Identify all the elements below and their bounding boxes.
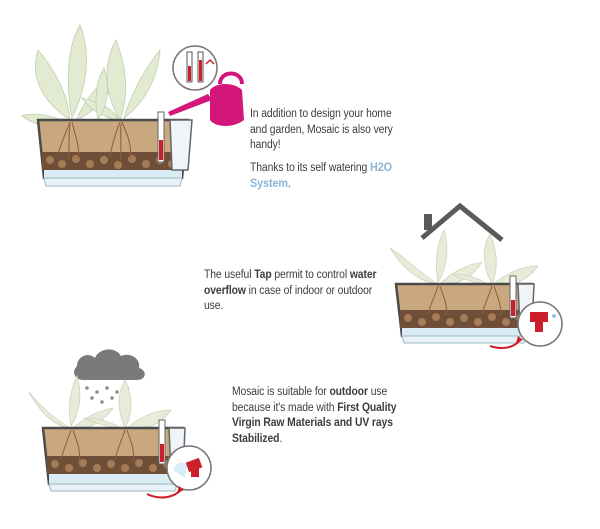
illustration-house-tap <box>389 202 563 349</box>
illustration-rain <box>28 349 212 499</box>
paragraph-intro: In addition to design your home and gard… <box>250 107 403 154</box>
text-run: In addition to design your home and gard… <box>250 108 393 151</box>
watering-can-icon <box>168 71 244 126</box>
text-run: outdoor <box>329 386 368 398</box>
planter <box>394 275 535 344</box>
plant-leaves <box>28 374 172 431</box>
water-gauge-icon <box>172 45 218 91</box>
text-run: H2O System <box>250 159 392 191</box>
text-run: Mosaic is suitable for <box>232 386 330 398</box>
house-roof-icon <box>420 202 504 242</box>
planter <box>36 111 193 187</box>
text-run: . <box>287 178 291 190</box>
paragraph-tap: The useful Tap permit to control water o… <box>204 268 384 315</box>
text-run: use because it's made with <box>232 386 388 414</box>
text-run: The useful <box>204 269 255 281</box>
tap-icon <box>517 301 563 347</box>
text-run: First Quality Virgin Raw Materials and U… <box>232 401 397 445</box>
tap-icon <box>166 445 212 491</box>
rain-cloud-icon <box>74 349 145 404</box>
text-block-tap: The useful Tap permit to control water o… <box>204 268 384 315</box>
planter <box>41 419 186 492</box>
text-run: permit to control <box>271 269 350 281</box>
text-block-outdoor: Mosaic is suitable for outdoor use becau… <box>232 385 417 447</box>
paragraph-outdoor: Mosaic is suitable for outdoor use becau… <box>232 385 417 447</box>
text-run: Tap <box>254 269 272 281</box>
text-run: water overflow <box>204 269 377 297</box>
text-block-watering: In addition to design your home and gard… <box>250 107 403 193</box>
text-run: Thanks to its self watering <box>250 161 371 174</box>
text-run: . <box>279 432 283 445</box>
illustration-watering <box>21 24 244 187</box>
paragraph-h2o-system: Thanks to its self watering H2O System. <box>250 160 403 193</box>
text-run: in case of indoor or outdoor use. <box>204 284 373 313</box>
plant-leaves <box>21 24 172 130</box>
overflow-arrow-icon <box>146 486 184 499</box>
overflow-arrow-icon <box>489 336 523 349</box>
